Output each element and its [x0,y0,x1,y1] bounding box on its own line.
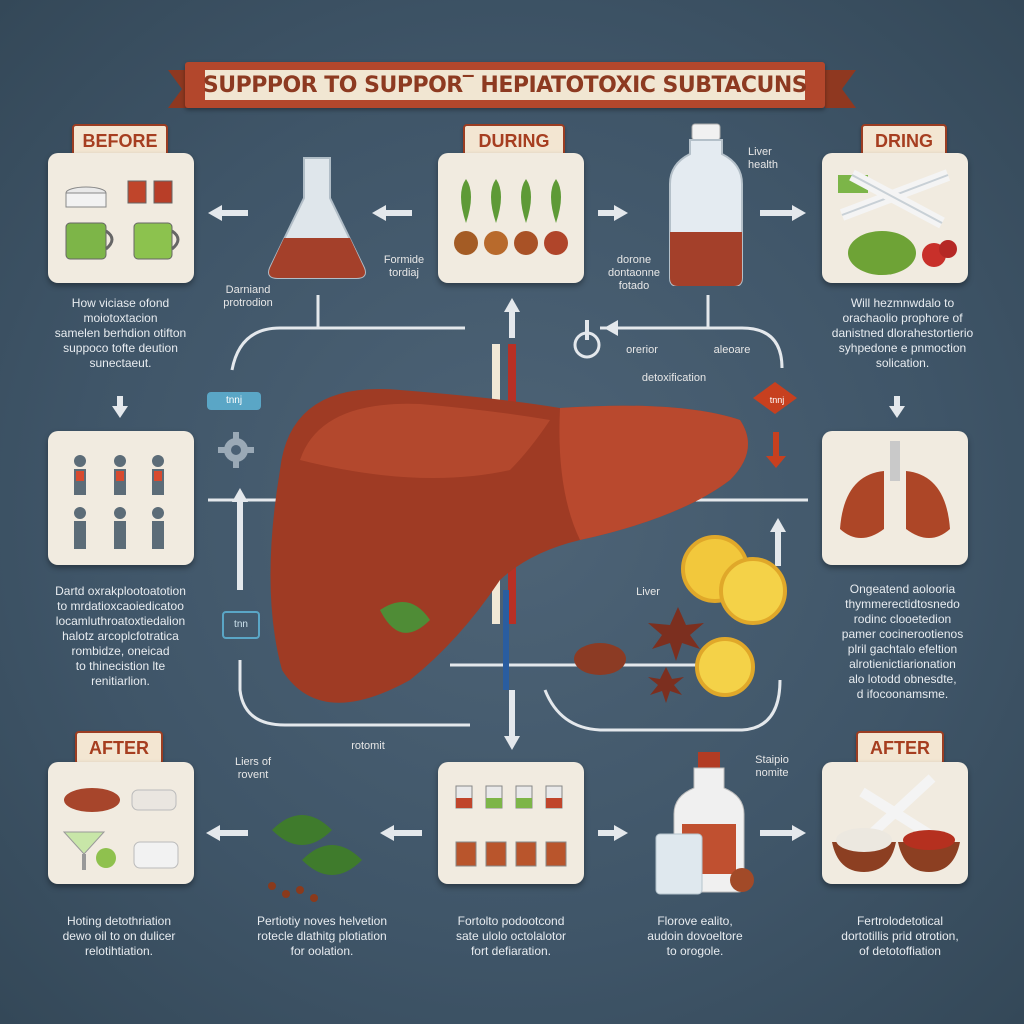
lemon-spice-icon [560,535,790,715]
caption-after-mid1: Pertiotiy noves helvetion rotecle dlathi… [256,914,388,958]
label-aleoare: aleoare [713,344,751,356]
label-detoxification: detoxification [641,372,707,384]
label-rotomit: rotomit [351,740,385,752]
card-glasses [438,762,584,884]
roots-icon [454,179,568,255]
label-dorone: dorone dontaonne fotado [608,254,660,292]
banner-tail-right [825,70,856,108]
label-staipio-nomite: Staipio nomite [755,754,789,779]
bottle-icon [668,122,744,286]
page-title: SUPPPOR TO SUPPOR‾ HEPIATOTOXIC SUBTACUN… [202,72,808,98]
caption-after-left: Hoting detothriation dewo oil to on duli… [62,914,176,958]
gear-figure-icon [214,428,258,472]
tag-2: tnn [222,611,260,639]
bowls-icon [832,774,960,872]
leaf-icon [252,790,372,910]
lungs-icon [840,441,950,538]
caption-after-mid2: Fortolto podootcond sate ulolo octolalot… [455,914,567,958]
caption-left-mid: Dartd oxrakplootoatotion to mrdatioxcaoi… [55,584,186,688]
flask-icon [266,156,368,280]
label-orerior: orerior [626,344,658,356]
card-after-food [48,762,194,884]
label-formide: Formide tordiaj [383,254,425,279]
label-liver-health: Liver health [748,146,778,171]
caption-before: How viciase ofond moiotoxtacion samelen … [54,296,187,370]
caption-dring: Will hezmnwdalo to orachaolio prophore o… [831,296,974,370]
liver-illustration [260,340,760,720]
title-banner: SUPPPOR TO SUPPOR‾ HEPIATOTOXIC SUBTACUN… [185,62,825,108]
card-bowls [822,762,968,884]
caption-right-mid: Ongeatend aolooria thymmerectidtosnedo r… [841,582,964,701]
label-liers-of-rovent: Liers of rovent [234,756,272,781]
card-cups [48,153,194,283]
card-celery [822,153,968,283]
caption-after-mid3: Florove ealito, audoin dovoeltore to oro… [647,914,743,958]
card-lungs [822,431,968,565]
food-icon [62,788,179,870]
cups-icon [65,180,180,260]
tag-3: tnnj [769,395,785,405]
people-icon [74,455,164,549]
label-liver: Liver [636,586,660,598]
label-damiand: Darniand protrodion [223,284,273,309]
tag-1: tnnj [207,392,261,410]
bottle-glass-icon [652,750,762,900]
glasses-icon [455,785,567,867]
card-people [48,431,194,565]
caption-after-right: Fertrolodetotical dortotillis prid otrot… [841,914,959,958]
card-roots [438,153,584,283]
celery-icon [838,169,957,275]
